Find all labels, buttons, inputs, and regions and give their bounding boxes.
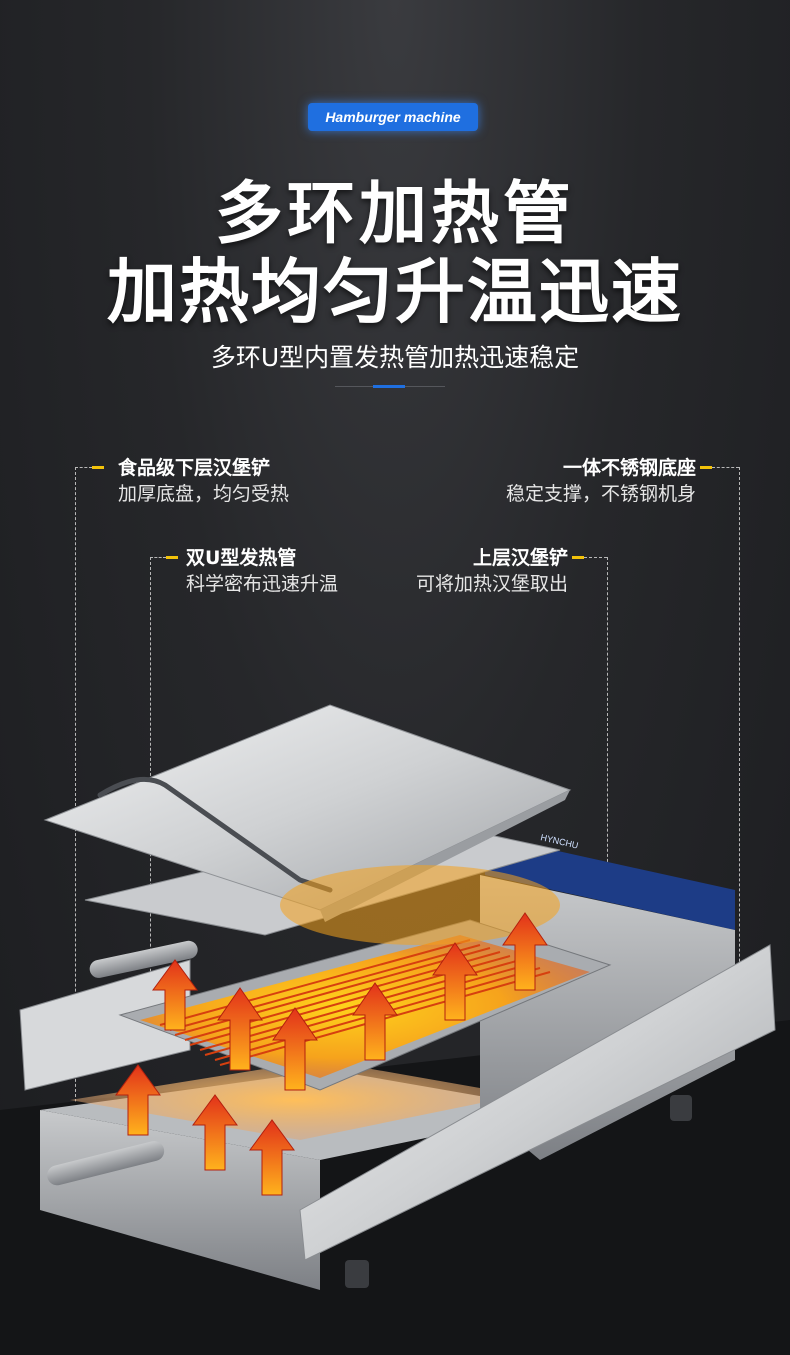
callout-marker-heating-tube xyxy=(166,556,178,559)
callout-lower-shovel-desc: 加厚底盘，均匀受热 xyxy=(118,483,290,505)
side-panel-left xyxy=(19,959,191,1091)
callout-lower-shovel-title: 食品级下层汉堡铲 xyxy=(118,457,271,479)
lower-handle-tube xyxy=(47,1141,165,1186)
lid-handle xyxy=(97,776,333,893)
callout-marker-base xyxy=(700,466,712,469)
callout-marker-upper-shovel xyxy=(572,556,584,559)
leader-line xyxy=(712,467,739,468)
heating-tubes xyxy=(159,939,551,1066)
lid-glow xyxy=(280,865,560,945)
callout-upper-shovel-title: 上层汉堡铲 xyxy=(472,547,568,569)
divider-accent xyxy=(373,385,405,388)
upper-handle-tube xyxy=(89,940,198,978)
control-panel xyxy=(485,835,735,930)
callout-base: 一体不锈钢底座 稳定支撑，不锈钢机身 xyxy=(470,455,696,507)
callout-marker-lower-shovel xyxy=(92,466,104,469)
heat-arrows-upper xyxy=(152,912,548,1091)
leader-line xyxy=(75,467,76,1107)
headline-line-1: 多环加热管 xyxy=(214,174,575,254)
leader-line xyxy=(150,557,166,558)
side-panel-right xyxy=(299,944,776,1261)
foot xyxy=(670,1095,692,1121)
leader-line xyxy=(607,557,608,887)
callout-heating-tube-title: 双U型发热管 xyxy=(186,547,297,569)
heat-arrows-lower xyxy=(115,1064,295,1196)
leader-line xyxy=(75,467,92,468)
leader-line xyxy=(739,467,740,1067)
product-badge: Hamburger machine xyxy=(308,103,478,131)
callout-upper-shovel: 上层汉堡铲 可将加热汉堡取出 xyxy=(380,545,568,597)
foot xyxy=(345,1260,369,1288)
callout-base-title: 一体不锈钢底座 xyxy=(562,457,696,479)
callout-upper-shovel-desc: 可将加热汉堡取出 xyxy=(415,573,568,595)
hamburger-machine-image: HYNCHU xyxy=(0,704,790,1355)
leader-line xyxy=(584,557,607,558)
callout-heating-tube: 双U型发热管 科学密布迅速升温 xyxy=(186,545,338,597)
callout-base-desc: 稳定支撑，不锈钢机身 xyxy=(505,483,696,505)
subtitle: 多环U型内置发热管加热迅速稳定 xyxy=(210,343,580,372)
callout-lower-shovel: 食品级下层汉堡铲 加厚底盘，均匀受热 xyxy=(118,455,289,507)
callout-heating-tube-desc: 科学密布迅速升温 xyxy=(186,573,339,595)
lower-heat-glow xyxy=(70,1060,520,1140)
headline-line-2: 加热均匀升温迅速 xyxy=(107,250,683,333)
